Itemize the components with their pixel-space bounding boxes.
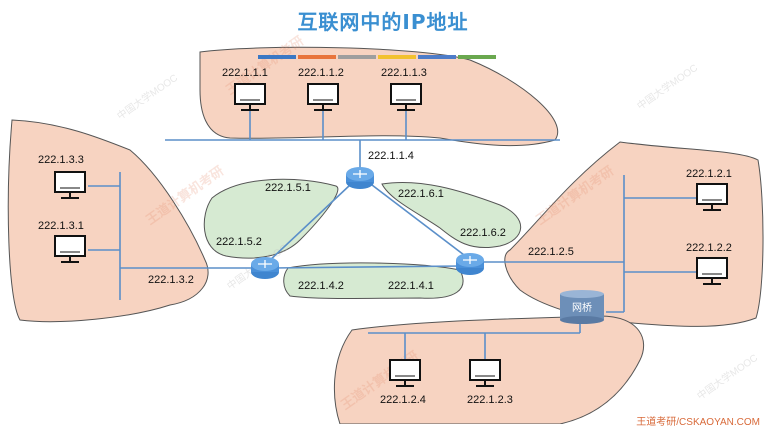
ip-label: 222.1.4.2 xyxy=(298,280,344,292)
ip-label: 222.1.3.2 xyxy=(148,274,194,286)
router-icon[interactable] xyxy=(346,167,374,189)
ip-label: 222.1.5.1 xyxy=(265,182,311,194)
lan-top-region xyxy=(199,46,558,147)
ip-label: 222.1.1.4 xyxy=(368,150,414,162)
ip-label: 222.1.6.1 xyxy=(398,188,444,200)
ip-label: 222.1.2.2 xyxy=(686,242,732,254)
title-bar-segment xyxy=(258,55,296,59)
title-bar-segment xyxy=(418,55,456,59)
links xyxy=(88,110,700,365)
router-icon[interactable] xyxy=(456,253,484,275)
wan-r2-r3-region xyxy=(283,262,464,299)
svg-text:中国大学MOOC: 中国大学MOOC xyxy=(114,71,180,122)
title-color-bar xyxy=(258,44,498,59)
svg-text:中国大学MOOC: 中国大学MOOC xyxy=(634,61,700,112)
lan-left-region xyxy=(7,119,209,323)
footer-brand: 王道考研/CSKAOYAN.COM xyxy=(636,417,760,428)
ip-label: 222.1.1.2 xyxy=(298,67,344,79)
page-title: 互联网中的IP地址 xyxy=(297,10,469,34)
title-bar-segment xyxy=(378,55,416,59)
ip-label: 222.1.2.3 xyxy=(467,394,513,406)
router-icon[interactable] xyxy=(251,257,279,279)
wan-r1-r3-region xyxy=(381,181,522,249)
title-bar-segment xyxy=(338,55,376,59)
title-bar-segment xyxy=(298,55,336,59)
ip-label: 222.1.2.5 xyxy=(528,246,574,258)
wan-r1-r2-region xyxy=(203,178,339,259)
ip-label: 222.1.1.1 xyxy=(222,67,268,79)
bridge-label: 网桥 xyxy=(572,302,592,314)
r2-r3-link xyxy=(271,265,463,269)
ip-label: 222.1.2.4 xyxy=(380,394,426,406)
title-bar-segment xyxy=(458,55,496,59)
ip-label: 222.1.3.3 xyxy=(38,154,84,166)
svg-text:中国大学MOOC: 中国大学MOOC xyxy=(694,351,760,402)
r1-r3-link xyxy=(371,184,469,259)
ip-label: 222.1.1.3 xyxy=(381,67,427,79)
ip-label: 222.1.6.2 xyxy=(460,227,506,239)
bridge-icon[interactable]: 网桥 xyxy=(560,290,604,324)
ip-label: 222.1.2.1 xyxy=(686,168,732,180)
ip-label: 222.1.3.1 xyxy=(38,220,84,232)
ip-label: 222.1.5.2 xyxy=(216,236,262,248)
ip-label: 222.1.4.1 xyxy=(388,280,434,292)
r1-r2-link xyxy=(267,184,351,263)
